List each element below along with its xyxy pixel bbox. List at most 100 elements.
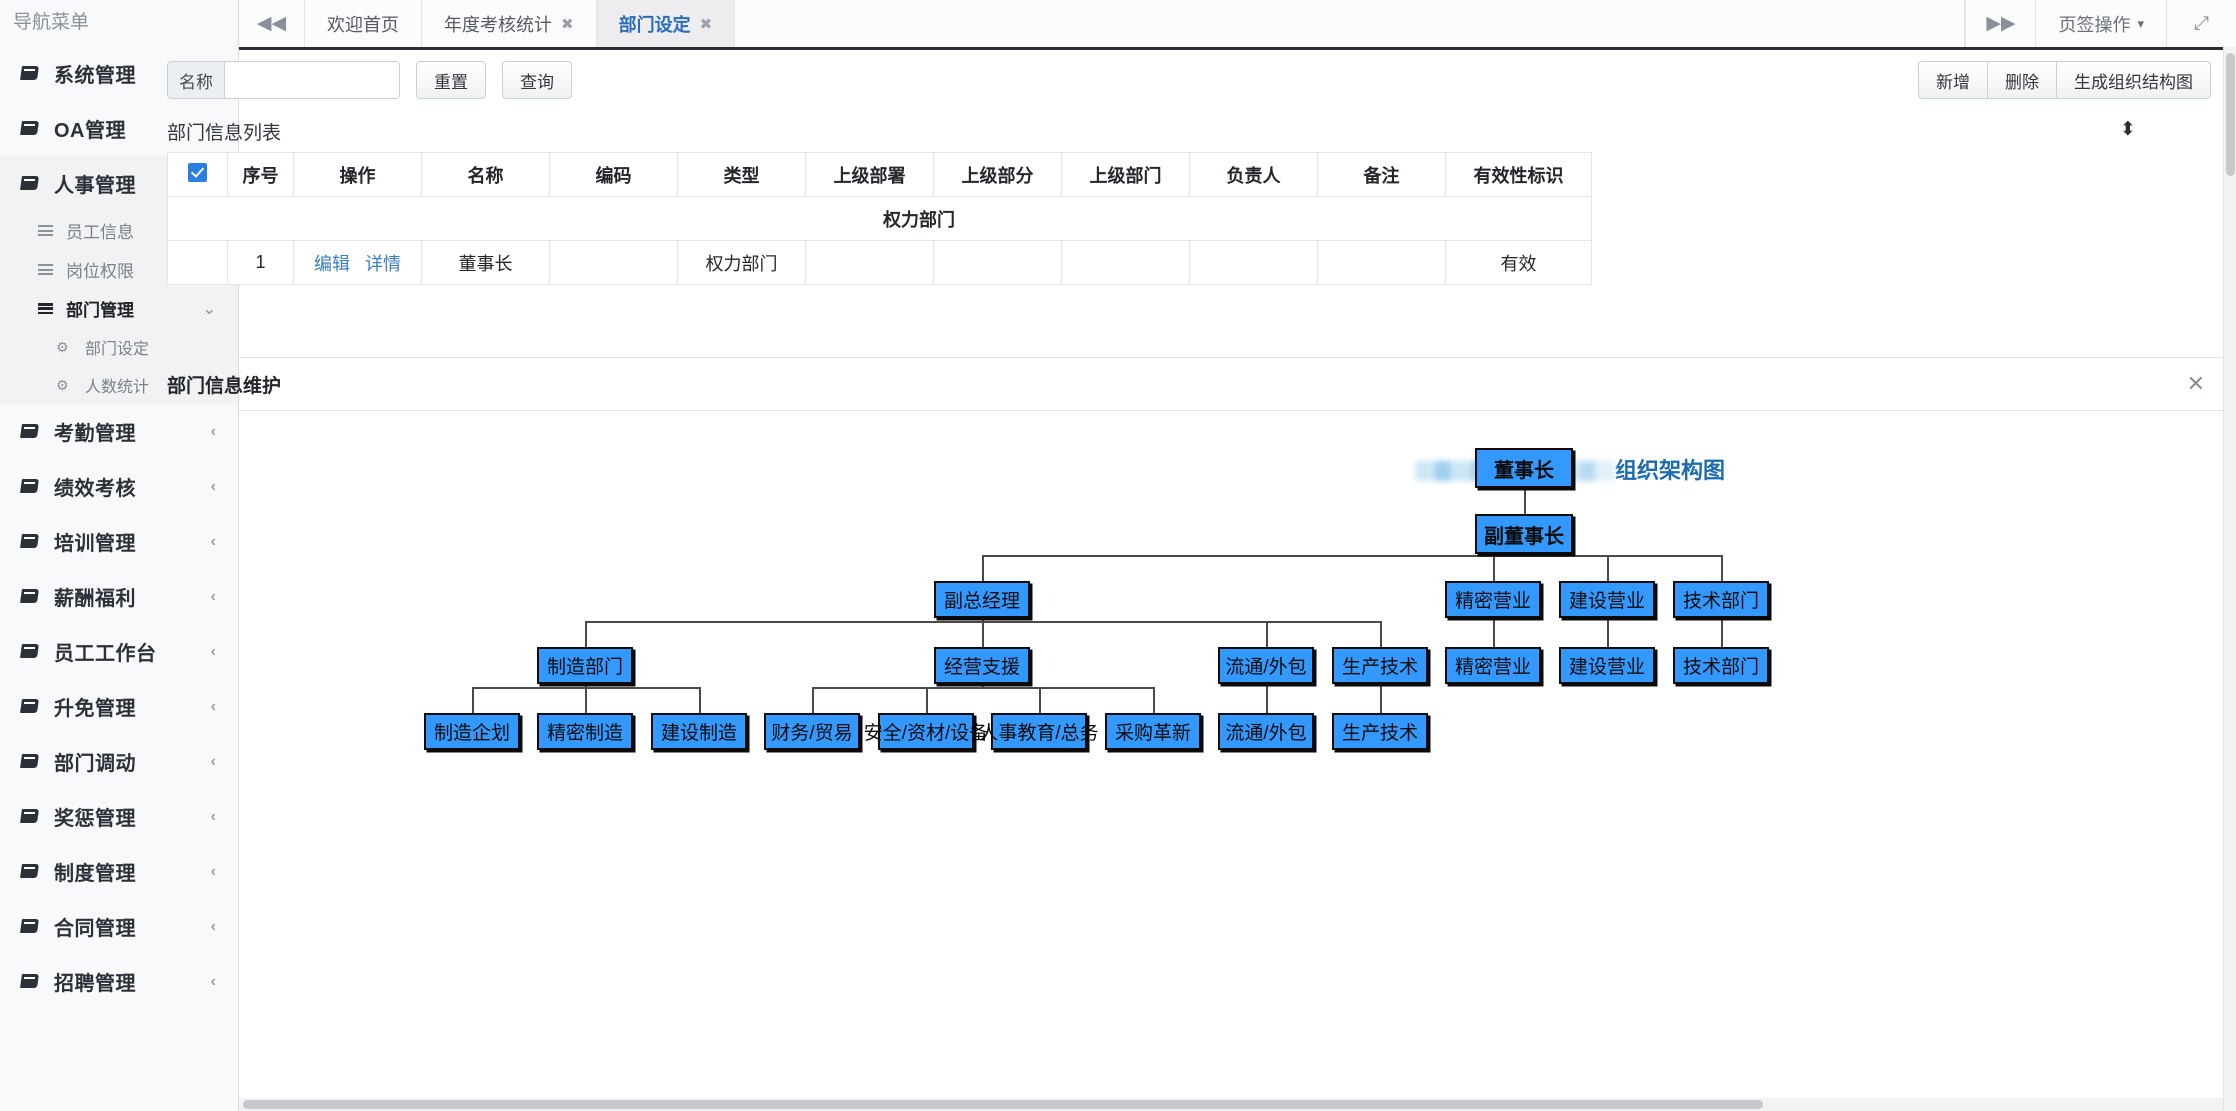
- book-icon: [20, 644, 40, 660]
- sidebar-item-policy[interactable]: 制度管理 ‹: [0, 844, 238, 899]
- tabs-scroll-left-button[interactable]: ◀◀: [239, 0, 305, 47]
- sidebar-item-dept-setting[interactable]: ⚙ 部门设定: [0, 328, 238, 366]
- col-valid-flag: 有效性标识: [1445, 152, 1592, 197]
- sidebar-item-performance[interactable]: 绩效考核 ‹: [0, 459, 238, 514]
- delete-button[interactable]: 删除: [1988, 61, 2057, 99]
- table-row[interactable]: 1 编辑 详情 董事长 权力部门 有效: [167, 240, 1592, 285]
- sidebar-item-training[interactable]: 培训管理 ‹: [0, 514, 238, 569]
- sidebar-item-oa[interactable]: OA管理 ‹: [0, 101, 238, 156]
- chevron-left-icon: ‹: [210, 642, 216, 660]
- close-icon[interactable]: ✖: [561, 15, 574, 33]
- org-chart-canvas[interactable]: 组织架构图 董事长副董事长副总经理精密营业建设营业技术部门制造部门经营支援流通/…: [239, 411, 2236, 1111]
- close-icon[interactable]: ✖: [699, 15, 713, 33]
- sidebar-item-contract[interactable]: 合同管理 ‹: [0, 899, 238, 954]
- query-button[interactable]: 查询: [502, 61, 572, 99]
- org-node[interactable]: 技术部门: [1673, 581, 1769, 618]
- org-node[interactable]: 建设营业: [1559, 581, 1655, 618]
- org-node[interactable]: 采购革新: [1105, 713, 1201, 750]
- org-node[interactable]: 建设营业: [1559, 647, 1655, 684]
- org-node-label: 副总经理: [943, 591, 1020, 612]
- col-select[interactable]: [167, 152, 228, 197]
- book-icon: [20, 424, 40, 440]
- tab-annual-review-stats[interactable]: 年度考核统计 ✖: [422, 0, 597, 47]
- sidebar-item-label: 合同管理: [54, 918, 136, 940]
- fullscreen-icon[interactable]: ⤢: [2166, 0, 2236, 47]
- search-input[interactable]: [224, 61, 400, 99]
- org-node[interactable]: 制造部门: [537, 647, 633, 684]
- org-edge: [1380, 687, 1382, 713]
- cell-code: [549, 240, 678, 285]
- org-node-label: 安全/资材/设备: [863, 723, 989, 744]
- tab-dept-setting[interactable]: 部门设定 ✖: [596, 0, 736, 47]
- org-node[interactable]: 技术部门: [1673, 647, 1769, 684]
- org-node[interactable]: 财务/贸易: [764, 713, 860, 750]
- org-node[interactable]: 生产技术: [1332, 647, 1428, 684]
- page-vertical-scrollbar[interactable]: [2223, 47, 2236, 1111]
- sidebar-item-dept-management[interactable]: 部门管理 ⌄: [0, 289, 238, 328]
- search-toolbar: 名称 重置 查询 新增 删除 生成组织结构图: [167, 50, 2236, 110]
- generate-org-chart-button[interactable]: 生成组织结构图: [2057, 61, 2211, 99]
- detail-link[interactable]: 详情: [365, 253, 401, 274]
- org-edge: [1266, 687, 1268, 713]
- sidebar-item-attendance[interactable]: 考勤管理 ‹: [0, 404, 238, 459]
- org-edge: [982, 621, 984, 647]
- list-icon: [38, 225, 53, 236]
- tab-welcome[interactable]: 欢迎首页: [305, 0, 422, 47]
- reset-button[interactable]: 重置: [416, 61, 486, 99]
- sidebar-item-employee-workbench[interactable]: 员工工作台 ‹: [0, 624, 238, 679]
- chevron-down-icon: ⌄: [202, 300, 216, 318]
- org-node[interactable]: 精密营业: [1445, 647, 1541, 684]
- org-edge: [585, 684, 587, 687]
- org-node-label: 建设营业: [1568, 657, 1645, 678]
- sidebar-item-label: 奖惩管理: [54, 808, 136, 830]
- org-node-label: 流通/外包: [1225, 723, 1307, 744]
- org-edge: [982, 684, 984, 687]
- org-node[interactable]: 流通/外包: [1218, 647, 1314, 684]
- org-node[interactable]: 人事教育/总务: [979, 713, 1099, 750]
- book-icon: [20, 809, 40, 825]
- org-edge: [1039, 687, 1041, 713]
- org-node[interactable]: 安全/资材/设备: [864, 713, 988, 750]
- org-node[interactable]: 经营支援: [934, 647, 1030, 684]
- org-node[interactable]: 精密营业: [1445, 581, 1541, 618]
- sidebar-item-compensation[interactable]: 薪酬福利 ‹: [0, 569, 238, 624]
- page-horizontal-scrollbar[interactable]: [239, 1098, 2223, 1111]
- row-select-cell[interactable]: [167, 240, 228, 285]
- org-node[interactable]: 副董事长: [1475, 514, 1573, 554]
- org-node[interactable]: 制造企划: [424, 713, 520, 750]
- gears-icon: ⚙: [56, 339, 69, 355]
- cell-action[interactable]: 编辑 详情: [293, 240, 422, 285]
- gears-icon: ⚙: [56, 377, 69, 393]
- select-all-checkbox[interactable]: [188, 162, 207, 182]
- page-ops-dropdown[interactable]: 页签操作 ▾: [2035, 0, 2166, 47]
- org-node[interactable]: 副总经理: [934, 581, 1030, 618]
- col-parent-dept-2: 上级部分: [933, 152, 1062, 197]
- close-icon[interactable]: ✕: [2186, 371, 2205, 396]
- sidebar-item-recruitment[interactable]: 招聘管理 ‹: [0, 954, 238, 1009]
- table-group-row[interactable]: 权力部门: [167, 196, 1592, 241]
- org-edge: [982, 555, 1721, 557]
- dept-info-maintenance-panel: 部门信息维护 ✕ 组织架构图 董事长副董事长副总经理精密营业建设营业技术部门制造…: [167, 357, 2236, 1111]
- org-node[interactable]: 董事长: [1475, 448, 1573, 488]
- sidebar-item-promotion[interactable]: 升免管理 ‹: [0, 679, 238, 734]
- org-node[interactable]: 流通/外包: [1218, 713, 1314, 750]
- org-node[interactable]: 精密制造: [537, 713, 633, 750]
- scrollbar-thumb[interactable]: [243, 1100, 1763, 1109]
- sidebar-item-reward-punish[interactable]: 奖惩管理 ‹: [0, 789, 238, 844]
- tab-label: 部门设定: [618, 14, 691, 35]
- org-node-label: 建设制造: [660, 723, 737, 744]
- org-node[interactable]: 生产技术: [1332, 713, 1428, 750]
- sidebar-item-label: 人事管理: [54, 175, 136, 197]
- org-node[interactable]: 建设制造: [651, 713, 747, 750]
- book-icon: [20, 121, 40, 137]
- tabs-scroll-right-button[interactable]: ▶▶: [1965, 0, 2035, 47]
- add-button[interactable]: 新增: [1918, 61, 1988, 99]
- sidebar-item-headcount-stats[interactable]: ⚙ 人数统计: [0, 366, 238, 404]
- edit-link[interactable]: 编辑: [313, 253, 350, 274]
- chevron-left-icon: ‹: [210, 862, 216, 880]
- scrollbar-thumb[interactable]: [2226, 53, 2235, 176]
- collapse-toggle-icon[interactable]: ⬍: [2120, 118, 2136, 140]
- sidebar-item-dept-transfer[interactable]: 部门调动 ‹: [0, 734, 238, 789]
- chevron-left-icon: ‹: [210, 752, 216, 770]
- chevron-left-icon: ‹: [210, 972, 216, 990]
